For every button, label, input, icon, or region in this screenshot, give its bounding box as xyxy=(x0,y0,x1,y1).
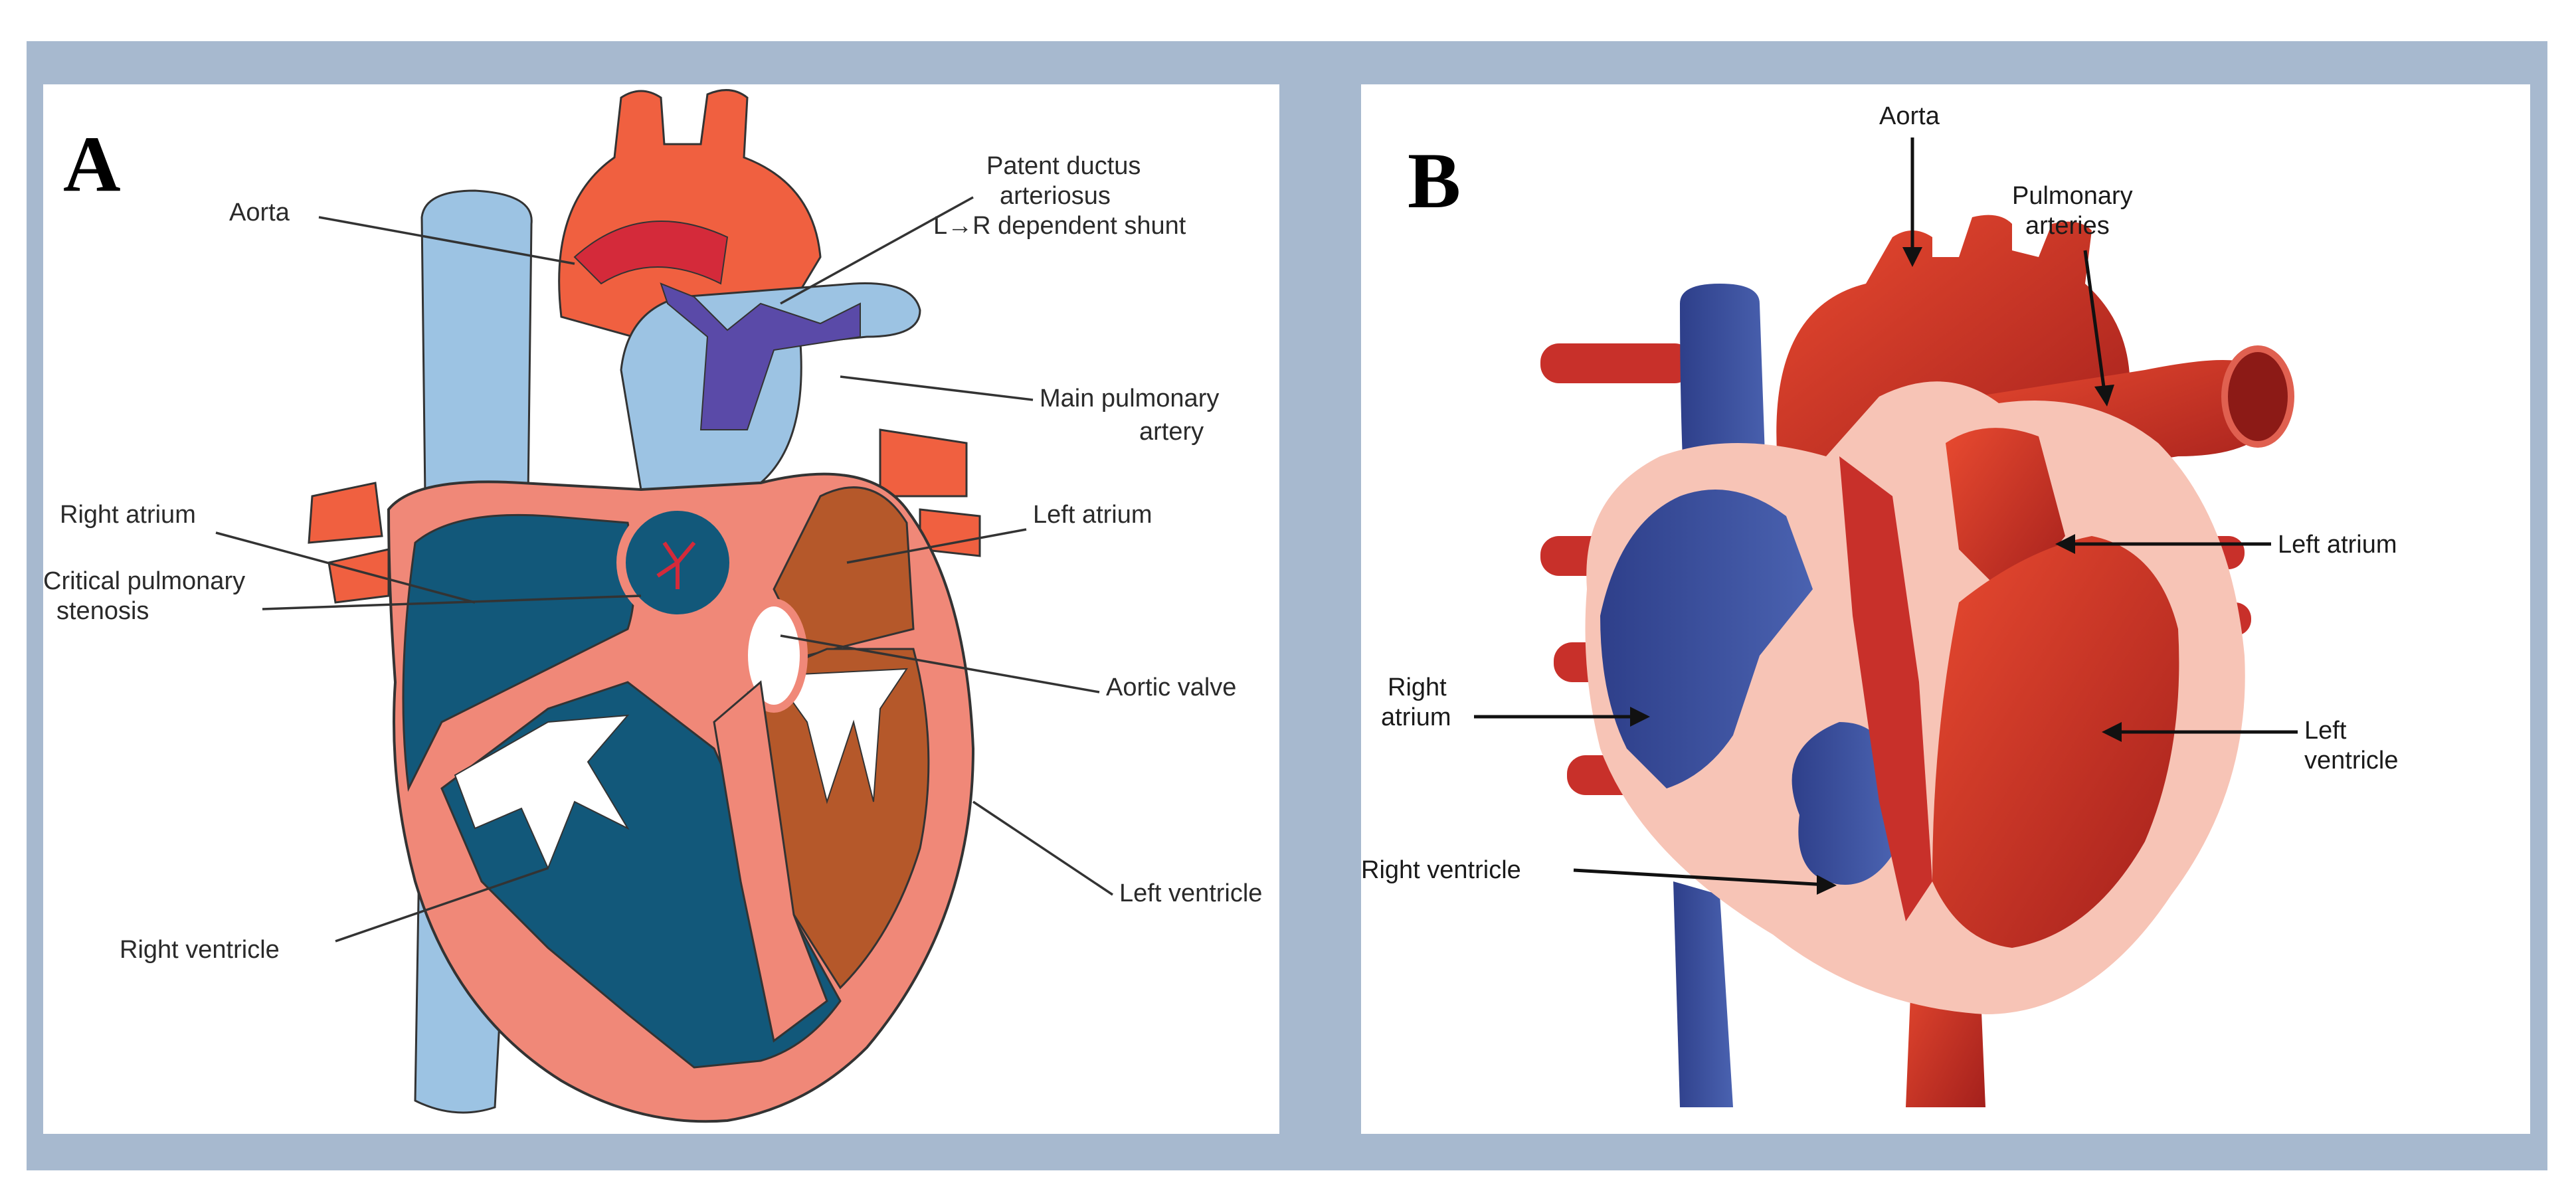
leader-right-ventricle-a xyxy=(335,867,549,943)
label-pda-1: Patent ductus xyxy=(986,152,1141,180)
pulmonary-vein-left xyxy=(308,482,383,544)
label-pda-2: arteriosus xyxy=(1000,182,1111,210)
label-lv-1: Left xyxy=(2304,717,2347,745)
shunt-arrow-purple xyxy=(660,282,861,430)
label-pa-1: Pulmonary xyxy=(2012,182,2133,210)
aorta-vessel xyxy=(558,89,822,351)
label-aorta-a: Aorta xyxy=(229,199,290,227)
panel-a: A Aorta Patent ductus arteriosus L→R dep… xyxy=(43,84,1279,1134)
label-aorta-b: Aorta xyxy=(1879,102,1940,130)
pulmonary-vein-left-lower xyxy=(327,548,390,604)
septum-b xyxy=(1839,456,1932,921)
aortic-valve-ring xyxy=(740,598,808,713)
left-atrium-chamber xyxy=(773,486,915,657)
label-pda-3: L→R dependent shunt xyxy=(933,212,1186,240)
leader-main-pa xyxy=(840,375,1034,401)
leader-left-ventricle-a xyxy=(972,800,1113,896)
label-cps-2: stenosis xyxy=(56,597,149,625)
inferior-vena-cava xyxy=(1673,881,1733,1107)
arrow-right-ventricle-b xyxy=(1573,868,1827,887)
panel-b: B Aorta Pulmonary arteries Left atrium R… xyxy=(1361,84,2530,1134)
arrowhead-right-ventricle-b xyxy=(1817,875,1837,895)
interventricular-septum xyxy=(713,680,828,1043)
stenotic-valve-jet xyxy=(656,541,696,589)
label-right-ventricle-b: Right ventricle xyxy=(1361,856,1521,884)
panel-a-diagram: A Aorta Patent ductus arteriosus L→R dep… xyxy=(43,89,1262,1123)
panel-letter-b: B xyxy=(1408,136,1461,225)
arrowhead-aorta-b xyxy=(1902,247,1922,267)
chordae-tendineae-left xyxy=(773,668,908,804)
label-right-atrium-a: Right atrium xyxy=(60,501,196,529)
arrowhead-left-atrium-b xyxy=(2055,534,2075,554)
label-ra-1: Right xyxy=(1388,674,1447,701)
label-left-atrium-b: Left atrium xyxy=(2278,531,2397,559)
label-ra-2: atrium xyxy=(1381,703,1451,731)
pulmonary-vein-right xyxy=(879,428,968,498)
label-lv-2: ventricle xyxy=(2304,747,2399,774)
leader-aortic-valve xyxy=(780,634,1100,693)
label-main-pa-2: artery xyxy=(1139,418,1204,446)
arrowhead-pa-b xyxy=(2094,385,2114,407)
right-ventricle-chamber-b xyxy=(1792,722,1892,885)
arrow-pa-b xyxy=(2083,250,2107,397)
leader-aorta-a xyxy=(318,216,575,265)
right-atrium-chamber-b xyxy=(1600,490,1813,788)
label-left-atrium-a: Left atrium xyxy=(1033,501,1152,529)
shunt-arrow-red xyxy=(573,221,729,285)
label-right-ventricle-a: Right ventricle xyxy=(120,936,280,964)
label-left-ventricle-a: Left ventricle xyxy=(1119,879,1262,907)
right-atrium-chamber xyxy=(402,513,636,792)
arrowhead-right-atrium-b xyxy=(1630,707,1650,727)
left-ventricle-chamber-b xyxy=(1932,536,2179,948)
leader-cps xyxy=(262,594,642,610)
pulmonary-artery-opening xyxy=(2221,345,2294,448)
panel-letter-a: A xyxy=(63,120,121,208)
leader-right-atrium-a xyxy=(215,531,476,604)
figure-frame: A Aorta Patent ductus arteriosus L→R dep… xyxy=(27,41,2547,1170)
arrowhead-left-ventricle-b xyxy=(2102,722,2122,742)
label-cps-1: Critical pulmonary xyxy=(43,567,245,595)
label-pa-2: arteries xyxy=(2025,212,2110,240)
panel-b-diagram: B Aorta Pulmonary arteries Left atrium R… xyxy=(1361,102,2399,1107)
leader-left-atrium-a xyxy=(846,528,1027,564)
vessel-left-1 xyxy=(1540,343,1693,383)
label-aortic-valve: Aortic valve xyxy=(1106,674,1236,701)
label-main-pa-1: Main pulmonary xyxy=(1040,385,1219,412)
chordae-tendineae-right xyxy=(454,714,630,870)
leader-pda xyxy=(780,196,974,305)
